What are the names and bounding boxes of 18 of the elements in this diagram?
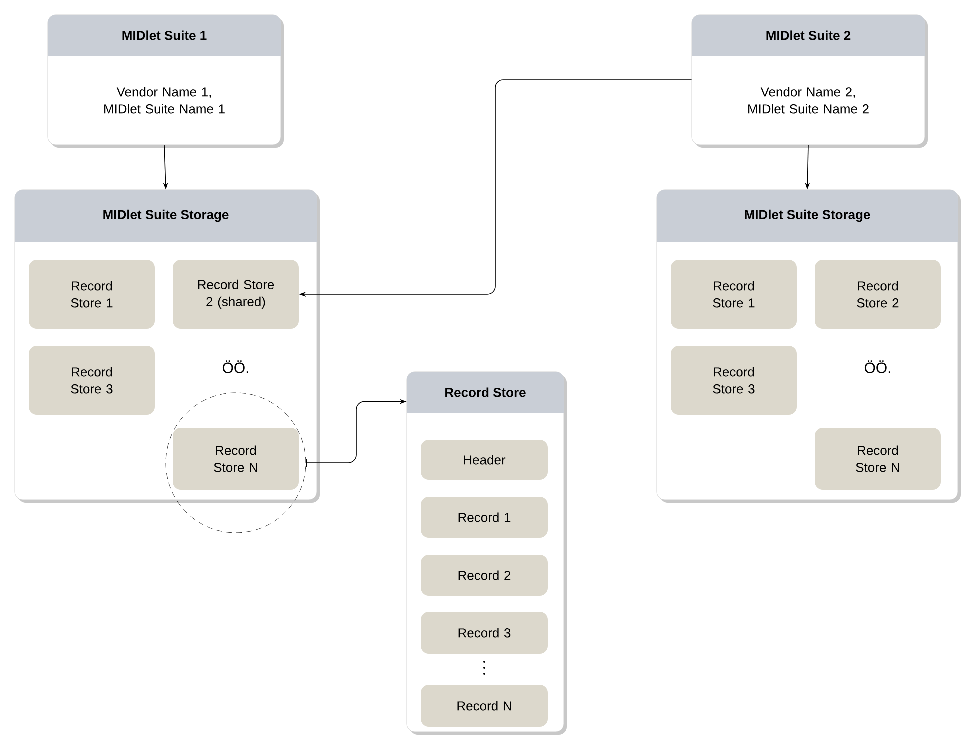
record-box: Record 3 [421, 612, 548, 654]
titled-box: MIDlet Suite 2 Vendor Name 2, MIDlet Suite Name 2 [692, 14, 928, 148]
record-box: Record Store 3 [29, 346, 155, 415]
record-box: Record 2 [421, 555, 548, 596]
record-box: Record 1 [421, 497, 548, 538]
record-box: Record Store N [173, 428, 299, 490]
record-box: Record Store 1 [29, 260, 155, 329]
ellipsis-text: ÖÖ. [864, 360, 890, 374]
ellipsis-text: ÖÖ. [222, 360, 248, 374]
record-box: Record Store 3 [671, 346, 797, 415]
titled-box: MIDlet Suite 1 Vendor Name 1, MIDlet Suite Name 1 [48, 14, 284, 148]
record-box: Record Store N [815, 428, 941, 490]
record-box: Header [421, 440, 548, 480]
record-box: Record Store 1 [671, 260, 797, 329]
record-box: Record Store 2 [815, 260, 941, 329]
record-box: Record N [421, 685, 548, 727]
dashed-circle [166, 392, 306, 534]
record-box: Record Store 2 (shared) [173, 260, 299, 329]
